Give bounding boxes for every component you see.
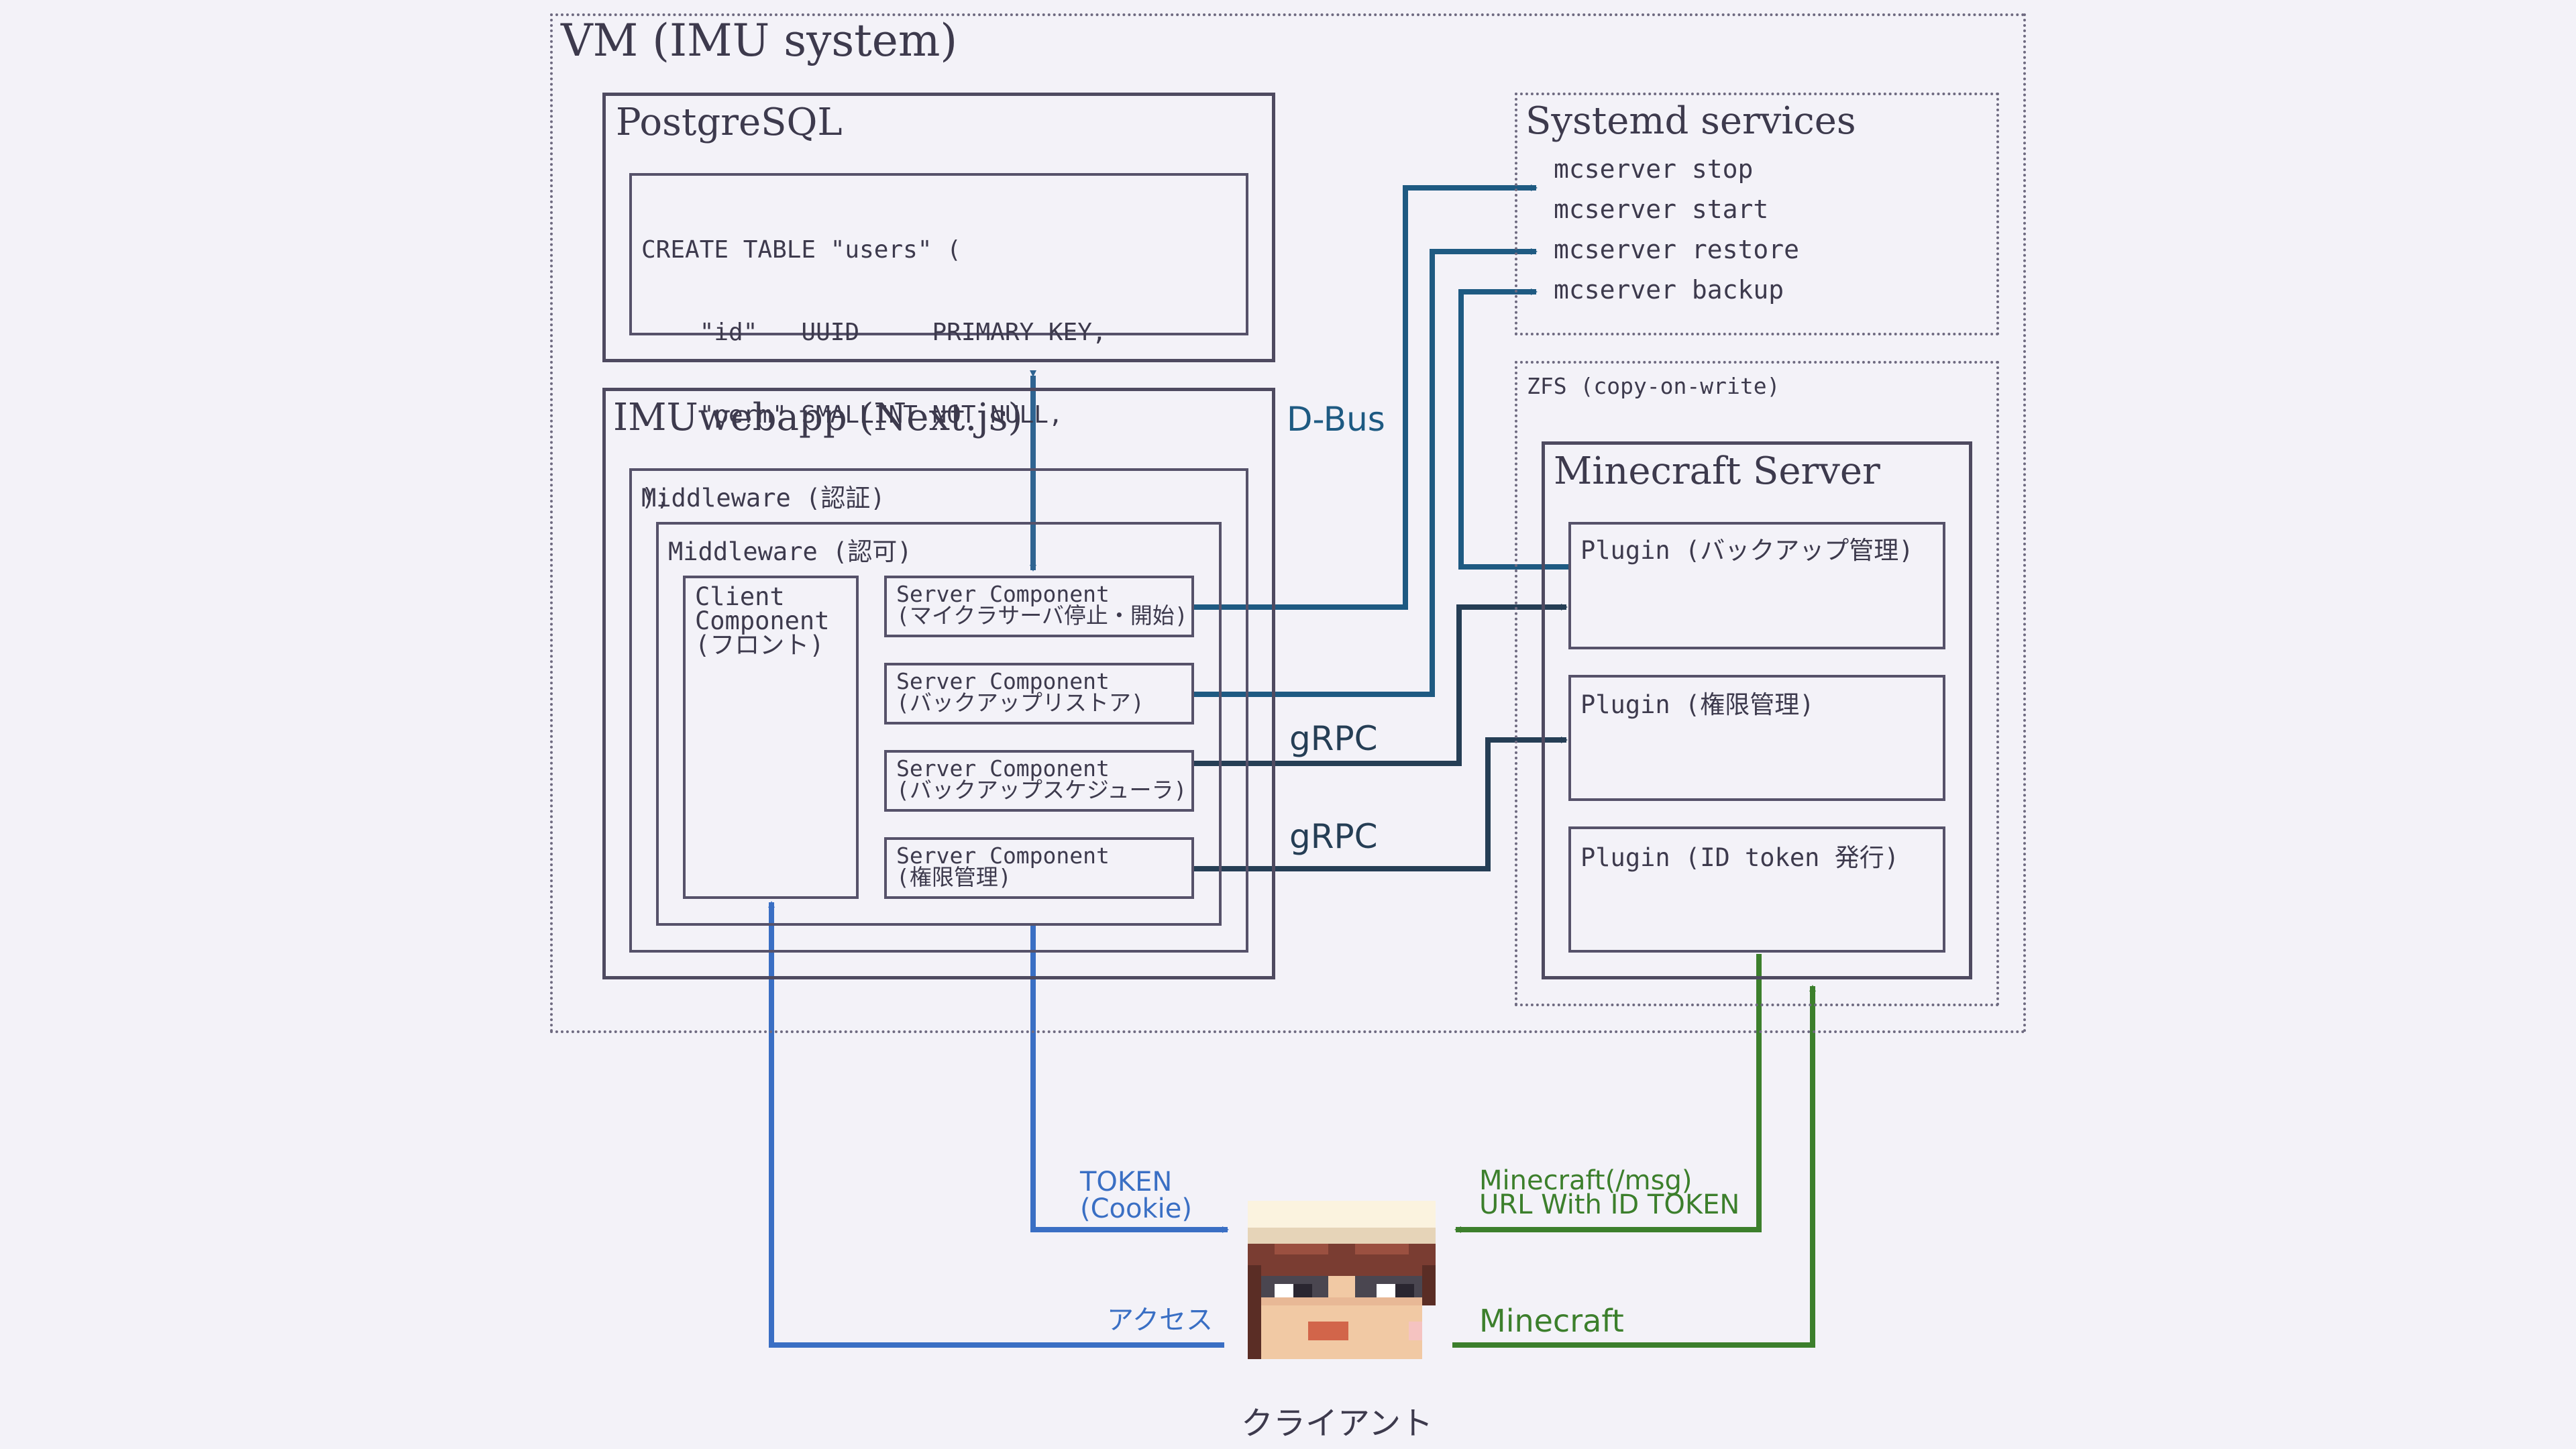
systemd-title: Systemd services <box>1525 99 1856 143</box>
server-component-title: Server Component <box>896 843 1110 869</box>
client-avatar <box>1248 1201 1436 1359</box>
zfs-title: ZFS (copy-on-write) <box>1527 373 1780 399</box>
plugin-id-token <box>1568 826 1945 953</box>
token-line <box>1030 924 1229 1233</box>
server-component-scheduler <box>884 750 1194 812</box>
client-component-label: Client Component (フロント) <box>695 582 830 659</box>
server-component-sub: (バックアップリストア) <box>896 690 1144 716</box>
mc-msg-line-1: Minecraft(/msg) <box>1479 1165 1693 1196</box>
server-component-title: Server Component <box>896 668 1110 694</box>
server-component-stop-start <box>884 576 1194 637</box>
server-component-restore-label: Server Component (バックアップリストア) <box>896 668 1144 716</box>
client-line: Component <box>695 606 830 635</box>
vm-boundary <box>550 13 2026 1033</box>
server-component-restore <box>884 663 1194 724</box>
server-component-title: Server Component <box>896 581 1110 607</box>
server-component-stop-start-label: Server Component (マイクラサーバ停止・開始) <box>896 581 1188 629</box>
token-line-1: TOKEN <box>1080 1167 1173 1197</box>
server-component-sub: (マイクラサーバ停止・開始) <box>896 602 1188 629</box>
service-item-stop: mcserver stop <box>1554 154 1754 184</box>
token-line-2: (Cookie) <box>1080 1193 1192 1224</box>
service-item-backup: mcserver backup <box>1554 275 1784 305</box>
mc-msg-label: Minecraft(/msg) URL With ID TOKEN <box>1479 1165 1740 1220</box>
postgres-box <box>602 93 1275 362</box>
middleware-auth-label: Middleware (認証) <box>641 484 885 513</box>
middleware-authz-box <box>656 522 1222 926</box>
mc-label: Minecraft <box>1479 1303 1624 1339</box>
client-component-box <box>683 576 859 899</box>
vm-title: VM (IMU system) <box>561 15 958 66</box>
plugin-permission-label: Plugin (権限管理) <box>1580 690 1815 719</box>
dbus-line-restore <box>1193 248 1538 697</box>
server-component-permission <box>884 837 1194 899</box>
plugin-backup-label: Plugin (バックアップ管理) <box>1580 536 1914 565</box>
server-component-title: Server Component <box>896 755 1110 782</box>
server-component-sub: (権限管理) <box>896 864 1012 890</box>
grpc-line-permission <box>1193 737 1568 871</box>
plugin-backup <box>1568 522 1945 649</box>
code-line: CREATE TABLE "users" ( <box>641 236 961 264</box>
dbus-label: D-Bus <box>1287 400 1385 439</box>
code-line: ); <box>641 484 671 511</box>
access-line <box>768 901 1224 1348</box>
server-component-sub: (バックアップスケジューラ) <box>896 777 1187 803</box>
grpc-label-1: gRPC <box>1289 719 1378 758</box>
middleware-authz-label: Middleware (認可) <box>668 537 912 566</box>
token-label: TOKEN (Cookie) <box>1080 1169 1192 1222</box>
zfs-box <box>1515 361 1999 1006</box>
webapp-box <box>602 388 1275 979</box>
grpc-line-scheduler <box>1193 604 1568 766</box>
systemd-box <box>1515 93 1999 335</box>
postgres-schema-code: CREATE TABLE "users" ( "id" UUID PRIMARY… <box>641 181 1107 566</box>
server-component-scheduler-label: Server Component (バックアップスケジューラ) <box>896 755 1187 803</box>
plugin-permission <box>1568 675 1945 801</box>
middleware-auth-box <box>629 468 1248 953</box>
minecraft-server-title: Minecraft Server <box>1554 449 1880 493</box>
server-component-permission-label: Server Component (権限管理) <box>896 845 1110 888</box>
mc-msg-line-2: URL With ID TOKEN <box>1479 1189 1740 1220</box>
service-item-start: mcserver start <box>1554 195 1769 224</box>
code-line: "perm" SMALLINT NOT NULL, <box>641 401 1063 429</box>
webapp-title: IMUwebapp (Next.js) <box>613 396 1023 439</box>
minecraft-server-box <box>1542 441 1972 979</box>
plugin-id-token-label: Plugin (ID token 発行) <box>1580 843 1899 872</box>
client-line: Client <box>695 582 785 611</box>
mc-msg-line <box>1454 954 1762 1233</box>
service-item-restore: mcserver restore <box>1554 235 1800 264</box>
code-line: "id" UUID PRIMARY KEY, <box>641 319 1107 346</box>
access-label: アクセス <box>1107 1305 1213 1336</box>
dbus-line-stop <box>1193 184 1538 610</box>
mc-line <box>1452 985 1816 1348</box>
postgres-schema-box <box>629 173 1248 335</box>
client-line: (フロント) <box>695 631 824 659</box>
client-label: クライアント <box>1241 1405 1434 1442</box>
postgres-title: PostgreSQL <box>616 101 843 144</box>
grpc-label-2: gRPC <box>1289 817 1378 856</box>
